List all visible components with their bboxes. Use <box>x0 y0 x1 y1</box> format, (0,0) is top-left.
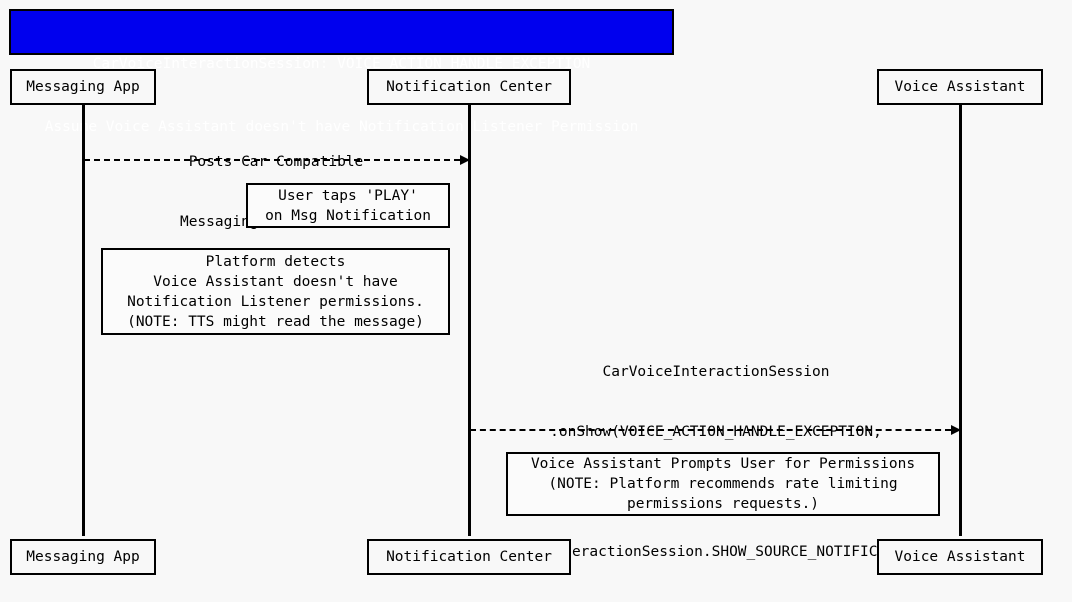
message-arrow-post-notification-head <box>460 155 470 165</box>
message-label-on-show-callback-line-2: .onShow(VOICE_ACTION_HANDLE_EXCEPTION, <box>550 424 882 440</box>
note-platform-detects-permission: Platform detects Voice Assistant doesn't… <box>101 248 450 335</box>
note-platform-detects-permission-line-4: (NOTE: TTS might read the message) <box>127 313 424 330</box>
participant-header-messaging-app-label: Messaging App <box>26 79 140 95</box>
lifeline-notification-center <box>468 104 471 536</box>
participant-header-notification-center-label: Notification Center <box>386 79 552 95</box>
diagram-title-line-2: Assume Voice Assistant doesn't have Noti… <box>44 119 639 135</box>
participant-footer-messaging-app[interactable]: Messaging App <box>10 539 156 575</box>
note-prompts-user-permissions-line-1: Voice Assistant Prompts User for Permiss… <box>530 456 916 472</box>
participant-header-messaging-app[interactable]: Messaging App <box>10 69 156 105</box>
note-prompts-user-permissions-line-3: permissions requests.) <box>626 496 820 512</box>
message-label-on-show-callback-line-1: CarVoiceInteractionSession <box>602 364 830 380</box>
message-arrow-on-show-callback <box>470 425 961 436</box>
message-label-on-show-callback-line-4: VoiceInteractionSession.SHOW_SOURCE_NOTI… <box>502 544 930 560</box>
diagram-title-line-1: CarVoiceInteractionSession: VOICE_ACTION… <box>92 56 591 72</box>
message-arrow-on-show-callback-line <box>470 429 951 431</box>
message-arrow-post-notification <box>84 155 470 166</box>
participant-footer-voice-assistant[interactable]: Voice Assistant <box>877 539 1043 575</box>
note-user-taps-play-line-1: User taps 'PLAY' <box>278 187 418 204</box>
note-prompts-user-permissions: Voice Assistant Prompts User for Permiss… <box>506 452 940 516</box>
participant-header-voice-assistant-label: Voice Assistant <box>894 79 1026 95</box>
note-platform-detects-permission-line-1: Platform detects <box>205 253 346 270</box>
participant-footer-voice-assistant-label: Voice Assistant <box>894 549 1026 565</box>
participant-header-voice-assistant[interactable]: Voice Assistant <box>877 69 1043 105</box>
diagram-title-banner: CarVoiceInteractionSession: VOICE_ACTION… <box>9 9 674 135</box>
lifeline-voice-assistant <box>959 104 962 536</box>
participant-footer-messaging-app-label: Messaging App <box>26 549 140 565</box>
lifeline-messaging-app <box>82 104 85 536</box>
note-prompts-user-permissions-line-2: (NOTE: Platform recommends rate limiting <box>548 476 898 492</box>
participant-footer-notification-center[interactable]: Notification Center <box>367 539 571 575</box>
message-label-post-notification-line-1: Posts Car Compatible <box>188 154 364 170</box>
note-user-taps-play: User taps 'PLAY' on Msg Notification <box>246 183 450 228</box>
participant-header-notification-center[interactable]: Notification Center <box>367 69 571 105</box>
note-platform-detects-permission-line-2: Voice Assistant doesn't have <box>153 273 398 290</box>
message-arrow-post-notification-line <box>84 159 460 161</box>
participant-footer-notification-center-label: Notification Center <box>386 549 552 565</box>
message-arrow-on-show-callback-head <box>951 425 961 435</box>
note-platform-detects-permission-line-3: Notification Listener permissions. <box>127 293 424 310</box>
note-user-taps-play-line-2: on Msg Notification <box>265 207 431 224</box>
